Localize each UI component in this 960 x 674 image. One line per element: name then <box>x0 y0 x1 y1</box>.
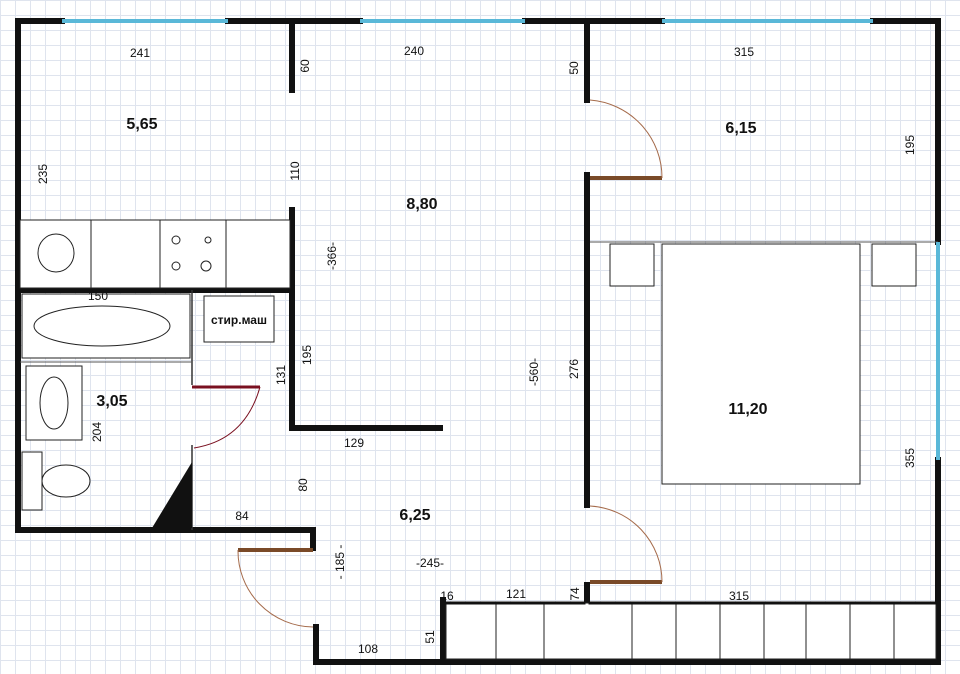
kitchen-counter <box>19 219 291 289</box>
dim-80: 80 <box>296 478 310 492</box>
washer-label: стир.маш <box>211 313 267 327</box>
area-labels: 5,65 8,80 6,15 11,20 3,05 6,25 <box>96 116 767 524</box>
door-swing-arc <box>193 386 261 449</box>
sink-icon <box>37 233 75 273</box>
dim-150: 150 <box>88 289 108 303</box>
corner-triangle <box>152 462 192 528</box>
dim-50: 50 <box>567 61 581 75</box>
toilet-icon <box>41 464 91 498</box>
dim-315-bottom: 315 <box>729 589 749 603</box>
dim-195-mid: 195 <box>300 345 314 365</box>
stove-burner-icon <box>171 235 181 245</box>
bathtub-icon <box>33 305 171 347</box>
dim-245: -245- <box>416 556 444 570</box>
dim-110: 110 <box>288 161 302 180</box>
dim-235: 235 <box>36 164 50 184</box>
dim-366: -366- <box>325 242 339 270</box>
bed-icon <box>661 243 861 485</box>
wardrobe-outline <box>445 602 937 660</box>
dim-121: 121 <box>506 587 526 601</box>
toilet-tank-icon <box>21 451 43 511</box>
door-swing-arc <box>589 505 663 583</box>
dim-240: 240 <box>404 44 424 58</box>
area-bedroom-small: 6,15 <box>725 120 756 137</box>
dim-84: 84 <box>235 509 249 523</box>
dim-60: 60 <box>298 59 312 73</box>
dim-131: 131 <box>274 365 288 385</box>
area-kitchen: 5,65 <box>126 116 157 133</box>
washer-box <box>203 295 275 343</box>
stove-burner-icon <box>171 261 181 271</box>
dim-241: 241 <box>130 46 150 60</box>
washbasin-icon <box>39 376 69 430</box>
dim-276: 276 <box>567 359 581 379</box>
bedroom-furniture <box>609 243 917 485</box>
dim-108: 108 <box>358 642 378 656</box>
dim-51: 51 <box>423 630 437 644</box>
door-swing-arc <box>237 549 314 628</box>
nightstand-right-icon <box>871 243 917 287</box>
area-living: 8,80 <box>406 196 437 213</box>
dim-315-top: 315 <box>734 45 754 59</box>
area-bedroom-main: 11,20 <box>728 401 767 418</box>
windows <box>62 19 940 460</box>
dim-204: 204 <box>90 422 104 442</box>
dim-185: - 185 - <box>333 545 347 580</box>
dimension-labels: 241 240 315 150 129 84 -245- 16 121 315 … <box>36 44 917 656</box>
stove-burner-icon <box>204 236 212 244</box>
dim-195-right: 195 <box>903 135 917 155</box>
dim-16: 16 <box>440 589 454 603</box>
doors <box>192 99 663 628</box>
nightstand-left-icon <box>609 243 655 287</box>
bathroom-fixtures: стир.маш <box>21 293 275 528</box>
dim-355: 355 <box>903 448 917 468</box>
dim-129: 129 <box>344 436 364 450</box>
area-bathroom: 3,05 <box>96 393 127 410</box>
door-swing-arc <box>589 99 663 179</box>
wardrobe <box>444 601 938 660</box>
dim-74: 74 <box>568 587 582 601</box>
dim-560: -560- <box>527 358 541 386</box>
area-hallway: 6,25 <box>399 507 430 524</box>
stove-burner-icon <box>200 260 212 272</box>
